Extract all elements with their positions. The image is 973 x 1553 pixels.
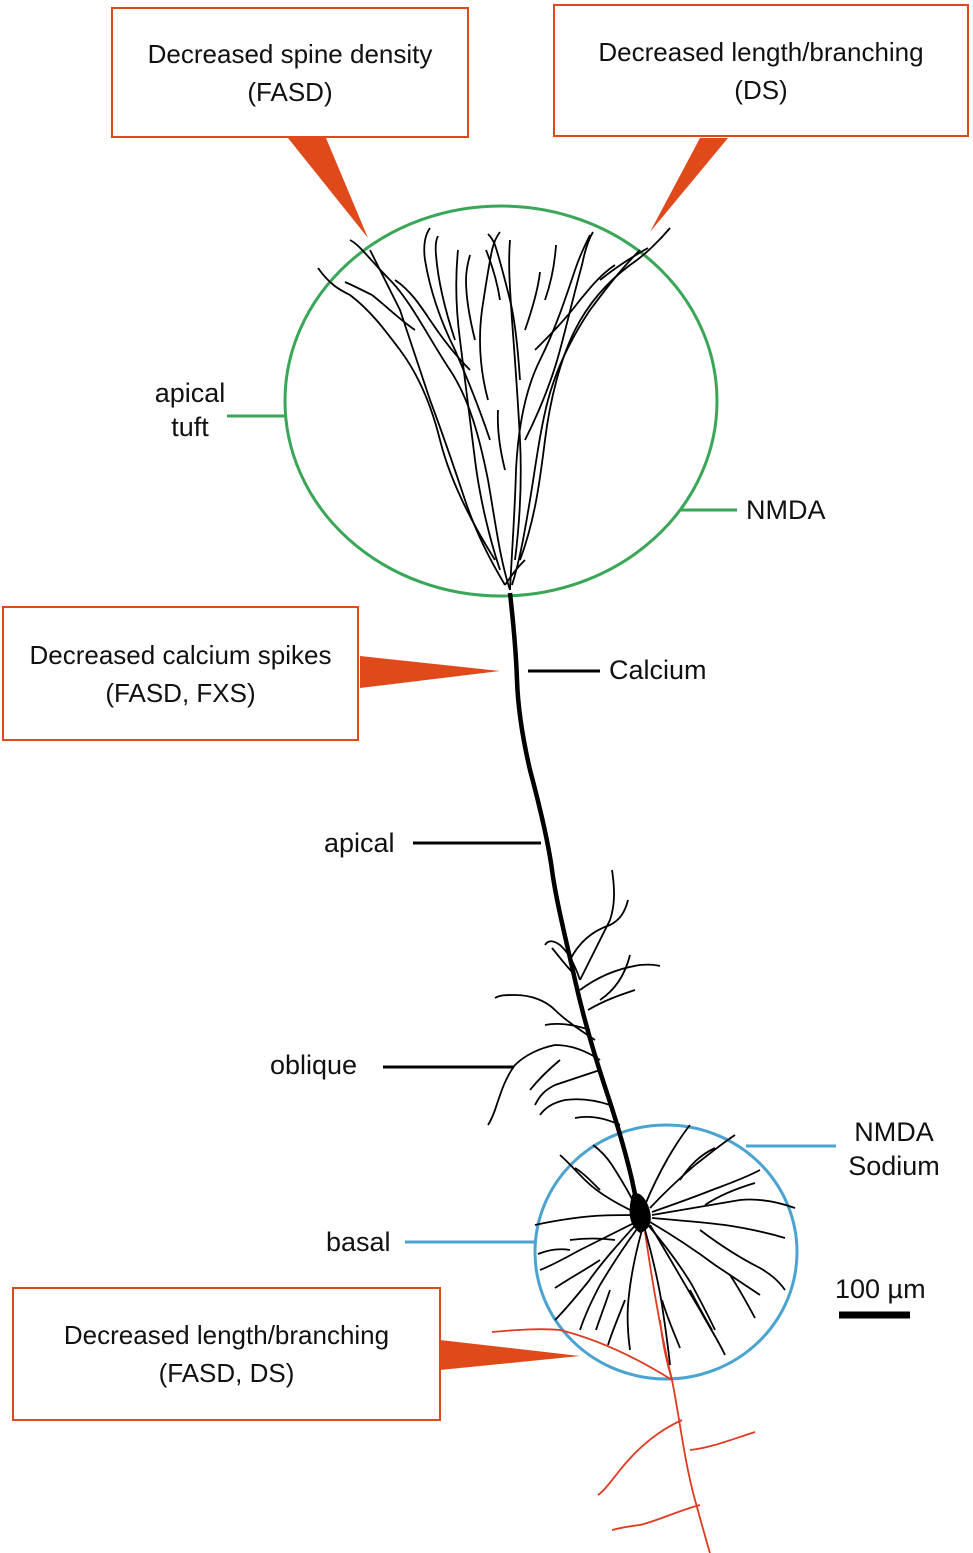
scale-label: 100 µm (835, 1274, 926, 1304)
oblique-dendrites (487, 869, 661, 1126)
callout-axon-length-line1: Decreased length/branching (63, 1320, 390, 1350)
label-apical: apical (324, 828, 395, 858)
label-apical-tuft-line1: apical (154, 378, 226, 408)
axon (491, 1231, 756, 1553)
callout-tuft-length-line2: (DS) (734, 74, 788, 105)
pointer-calcium (360, 656, 500, 688)
basal-circle (533, 1123, 799, 1381)
apical-tuft-circle (283, 204, 719, 598)
label-apical-tuft: apical tuft (140, 376, 240, 444)
label-nmda-bottom: NMDA (854, 1117, 934, 1147)
callout-spine-density: Decreased spine density (FASD) (111, 7, 469, 138)
label-nmda-sodium: NMDA Sodium (835, 1115, 953, 1183)
pointer-axon-length (440, 1340, 580, 1370)
callout-tuft-length: Decreased length/branching (DS) (553, 4, 969, 137)
callout-calcium-spikes: Decreased calcium spikes (FASD, FXS) (2, 606, 359, 741)
label-apical-tuft-line2: tuft (171, 412, 209, 442)
apical-tuft-dendrites (317, 227, 671, 591)
apical-trunk (507, 592, 645, 1229)
pointer-tuft-length (650, 138, 728, 232)
label-calcium: Calcium (609, 655, 707, 685)
callout-calcium-spikes-line2: (FASD, FXS) (105, 677, 256, 708)
callout-tuft-length-line1: Decreased length/branching (598, 36, 924, 67)
label-oblique: oblique (270, 1050, 358, 1080)
callout-calcium-spikes-line1: Decreased calcium spikes (29, 639, 332, 670)
callout-spine-density-line1: Decreased spine density (147, 38, 433, 69)
callout-axon-length: Decreased length/branching (FASD, DS) (12, 1287, 441, 1421)
basal-dendrites (534, 1124, 796, 1366)
callout-axon-length-line2: (FASD, DS) (158, 1358, 295, 1388)
label-nmda-top: NMDA (746, 495, 826, 525)
pointer-spine (288, 138, 368, 238)
label-basal: basal (326, 1227, 391, 1257)
callout-spine-density-line2: (FASD) (247, 76, 333, 107)
label-sodium: Sodium (848, 1151, 940, 1181)
